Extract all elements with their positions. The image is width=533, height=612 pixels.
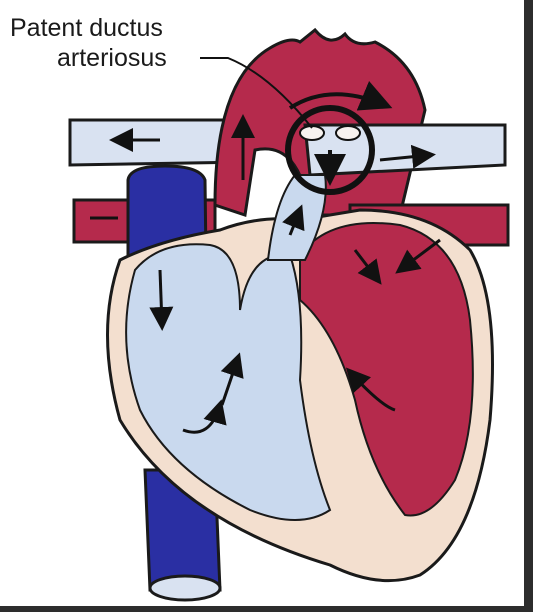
inferior-vena-cava-opening [148,574,222,602]
label-arteriosus: arteriosus [57,44,167,72]
label-leader-line [200,57,313,129]
ductus-highlight-circle [285,105,375,195]
label-patent-ductus: Patent ductus [10,14,163,42]
pulmonary-artery-right-branch [303,123,507,177]
right-atrium-ventricle [125,243,332,521]
left-atrium-ventricle [299,222,474,517]
